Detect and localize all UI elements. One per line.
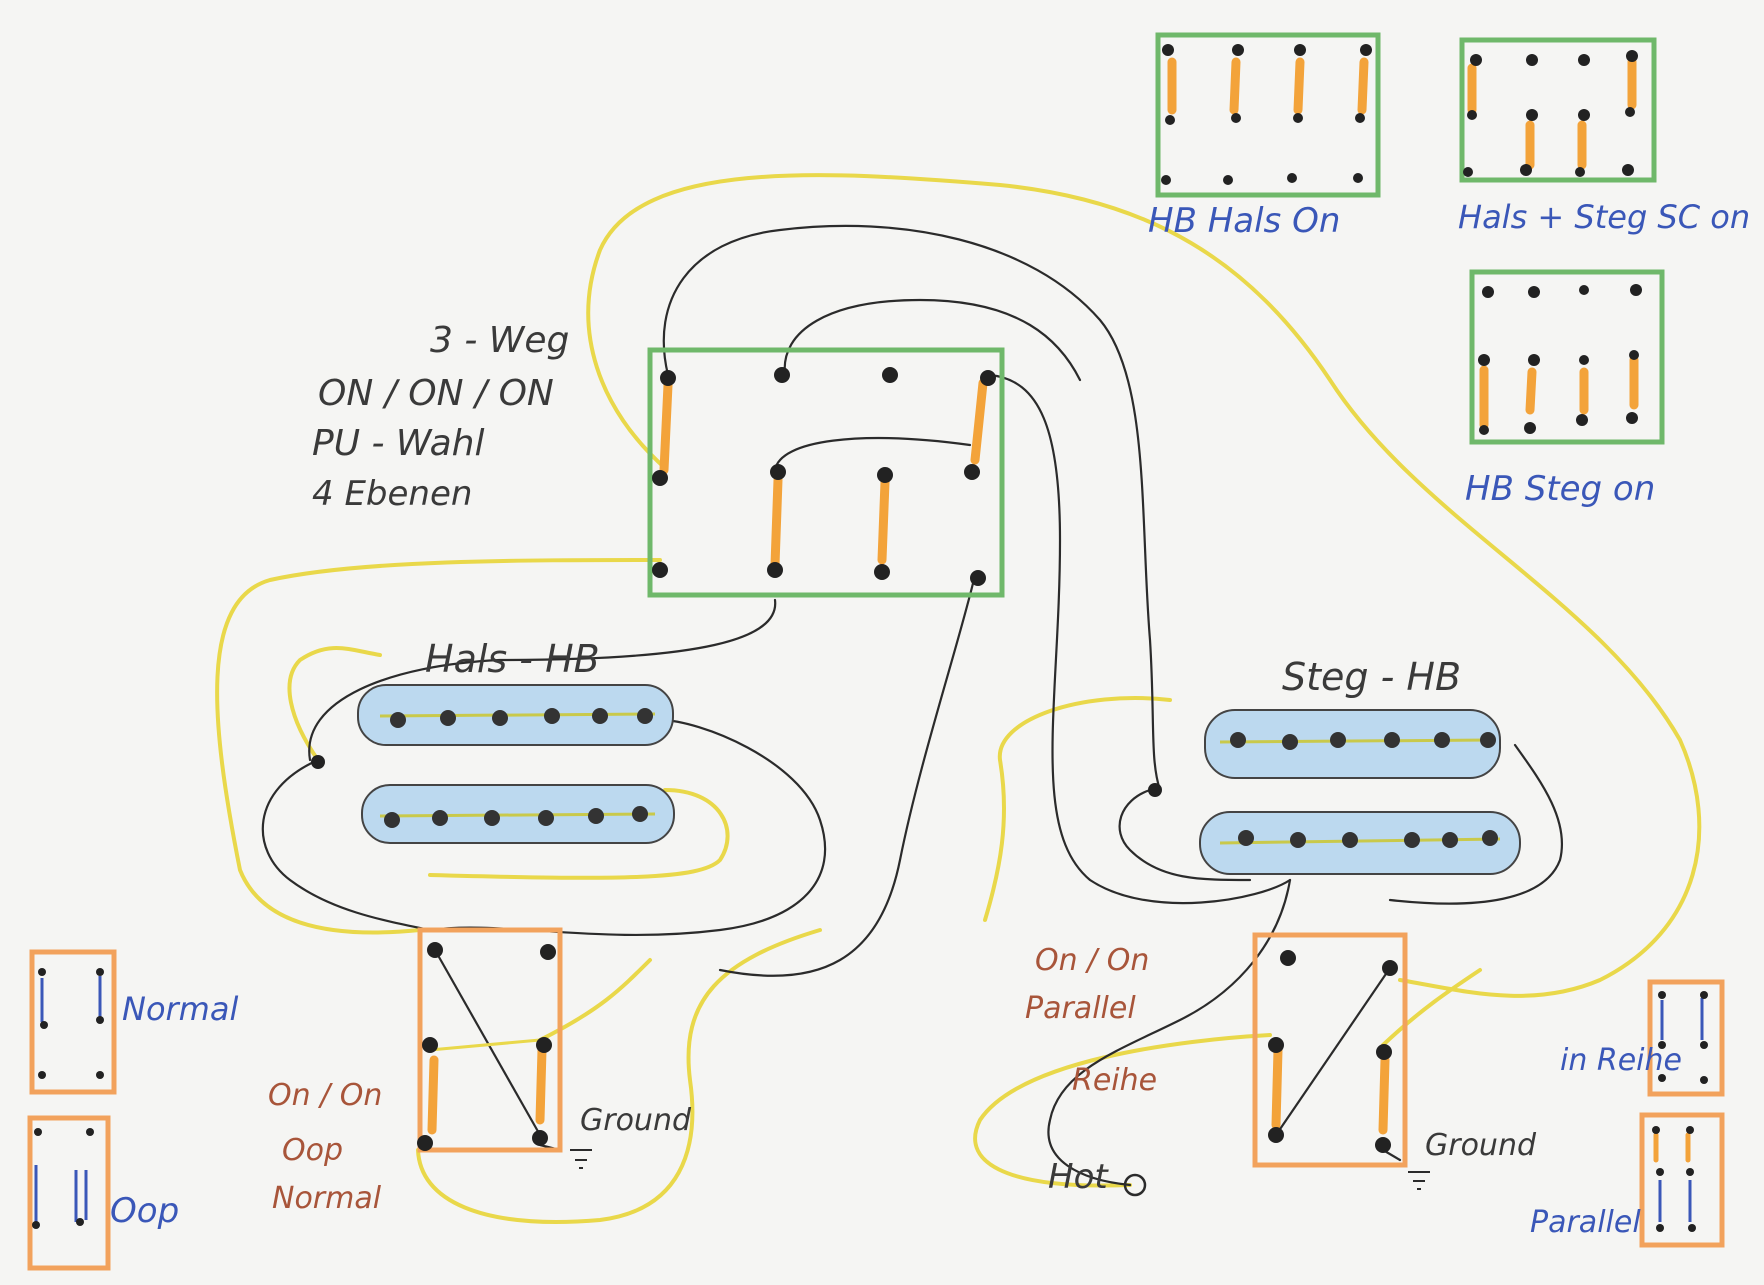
legend-hb-bridge-on-label: HB Steg on xyxy=(1465,469,1655,509)
legend-series-label-line: in Reihe xyxy=(1560,1043,1682,1078)
three-way-switch xyxy=(647,347,1005,598)
switch-title-line4: 4 Ebenen xyxy=(312,474,472,514)
right-toggle-label-line3: Reihe xyxy=(1072,1063,1157,1098)
left-toggle-label-line2: Oop xyxy=(282,1133,343,1168)
left-ground-label: Ground xyxy=(580,1103,692,1138)
hot-label: Hot xyxy=(1048,1157,1109,1197)
right-ground-label: Ground xyxy=(1425,1128,1537,1163)
left-toggle-label-line1: On / On xyxy=(268,1078,382,1113)
right-toggle-label-line2: Parallel xyxy=(1025,991,1136,1026)
legend-hb-neck-on-label: HB Hals On xyxy=(1148,201,1340,241)
legend-parallel xyxy=(1639,1112,1725,1248)
switch-title-line1: 3 - Weg xyxy=(430,320,569,361)
switch-title-line3: PU - Wahl xyxy=(312,423,484,464)
legend-oop-label: Oop xyxy=(110,1191,179,1231)
neck-pickup-label: Hals - HB xyxy=(425,637,600,681)
right-toggle-label-line1: On / On xyxy=(1035,943,1149,978)
bridge-pickup-label: Steg - HB xyxy=(1282,655,1461,699)
legend-parallel-label: Parallel xyxy=(1530,1205,1641,1240)
three-way-switch-title: 3 - Weg ON / ON / ON PU - Wahl 4 Ebenen xyxy=(312,320,569,514)
legend-neck-bridge-sc-on-label: Hals + Steg SC on xyxy=(1458,198,1750,236)
legend-normal-label: Normal xyxy=(122,990,238,1028)
yellow-wires xyxy=(215,173,1702,1224)
neck-humbucker xyxy=(311,684,675,844)
legend-hb-neck-on xyxy=(1155,32,1381,198)
hot-output-jack xyxy=(1123,1173,1147,1197)
legend-neck-bridge-sc-on xyxy=(1459,37,1657,183)
left-toggle-label-line3: Normal xyxy=(272,1181,382,1216)
legend-normal xyxy=(29,949,117,1095)
legend-hb-bridge-on xyxy=(1469,269,1665,445)
black-wires xyxy=(261,224,1563,1187)
switch-title-line2: ON / ON / ON xyxy=(318,373,554,414)
legend-series xyxy=(1647,979,1725,1097)
bridge-humbucker xyxy=(1148,709,1521,875)
right-mini-toggle xyxy=(1252,932,1430,1190)
left-mini-toggle xyxy=(417,927,592,1169)
legend-oop xyxy=(27,1115,111,1271)
